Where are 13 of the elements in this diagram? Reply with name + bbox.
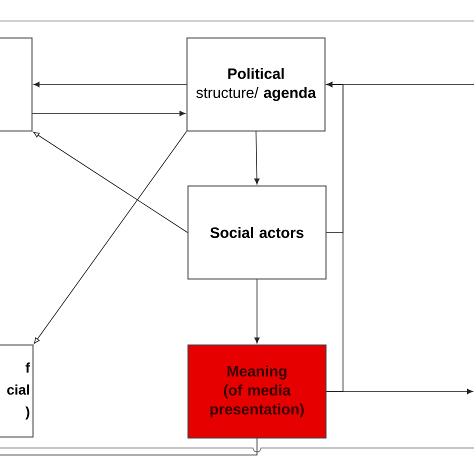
- process-box: Meaning (of media presentation): [188, 344, 326, 438]
- arrow: [254, 279, 260, 344]
- arrow: [254, 131, 260, 184]
- arrow: [34, 82, 187, 88]
- arrow: [34, 131, 187, 344]
- arrow: [32, 110, 186, 116]
- process-box: Social actors: [188, 186, 326, 280]
- arrow: [33, 132, 188, 233]
- arrow: [326, 82, 344, 233]
- arrow: [326, 388, 473, 394]
- empty-box: [0, 38, 32, 132]
- process-box: f cial ): [0, 344, 34, 438]
- process-box: Political structure/ agenda: [186, 38, 326, 132]
